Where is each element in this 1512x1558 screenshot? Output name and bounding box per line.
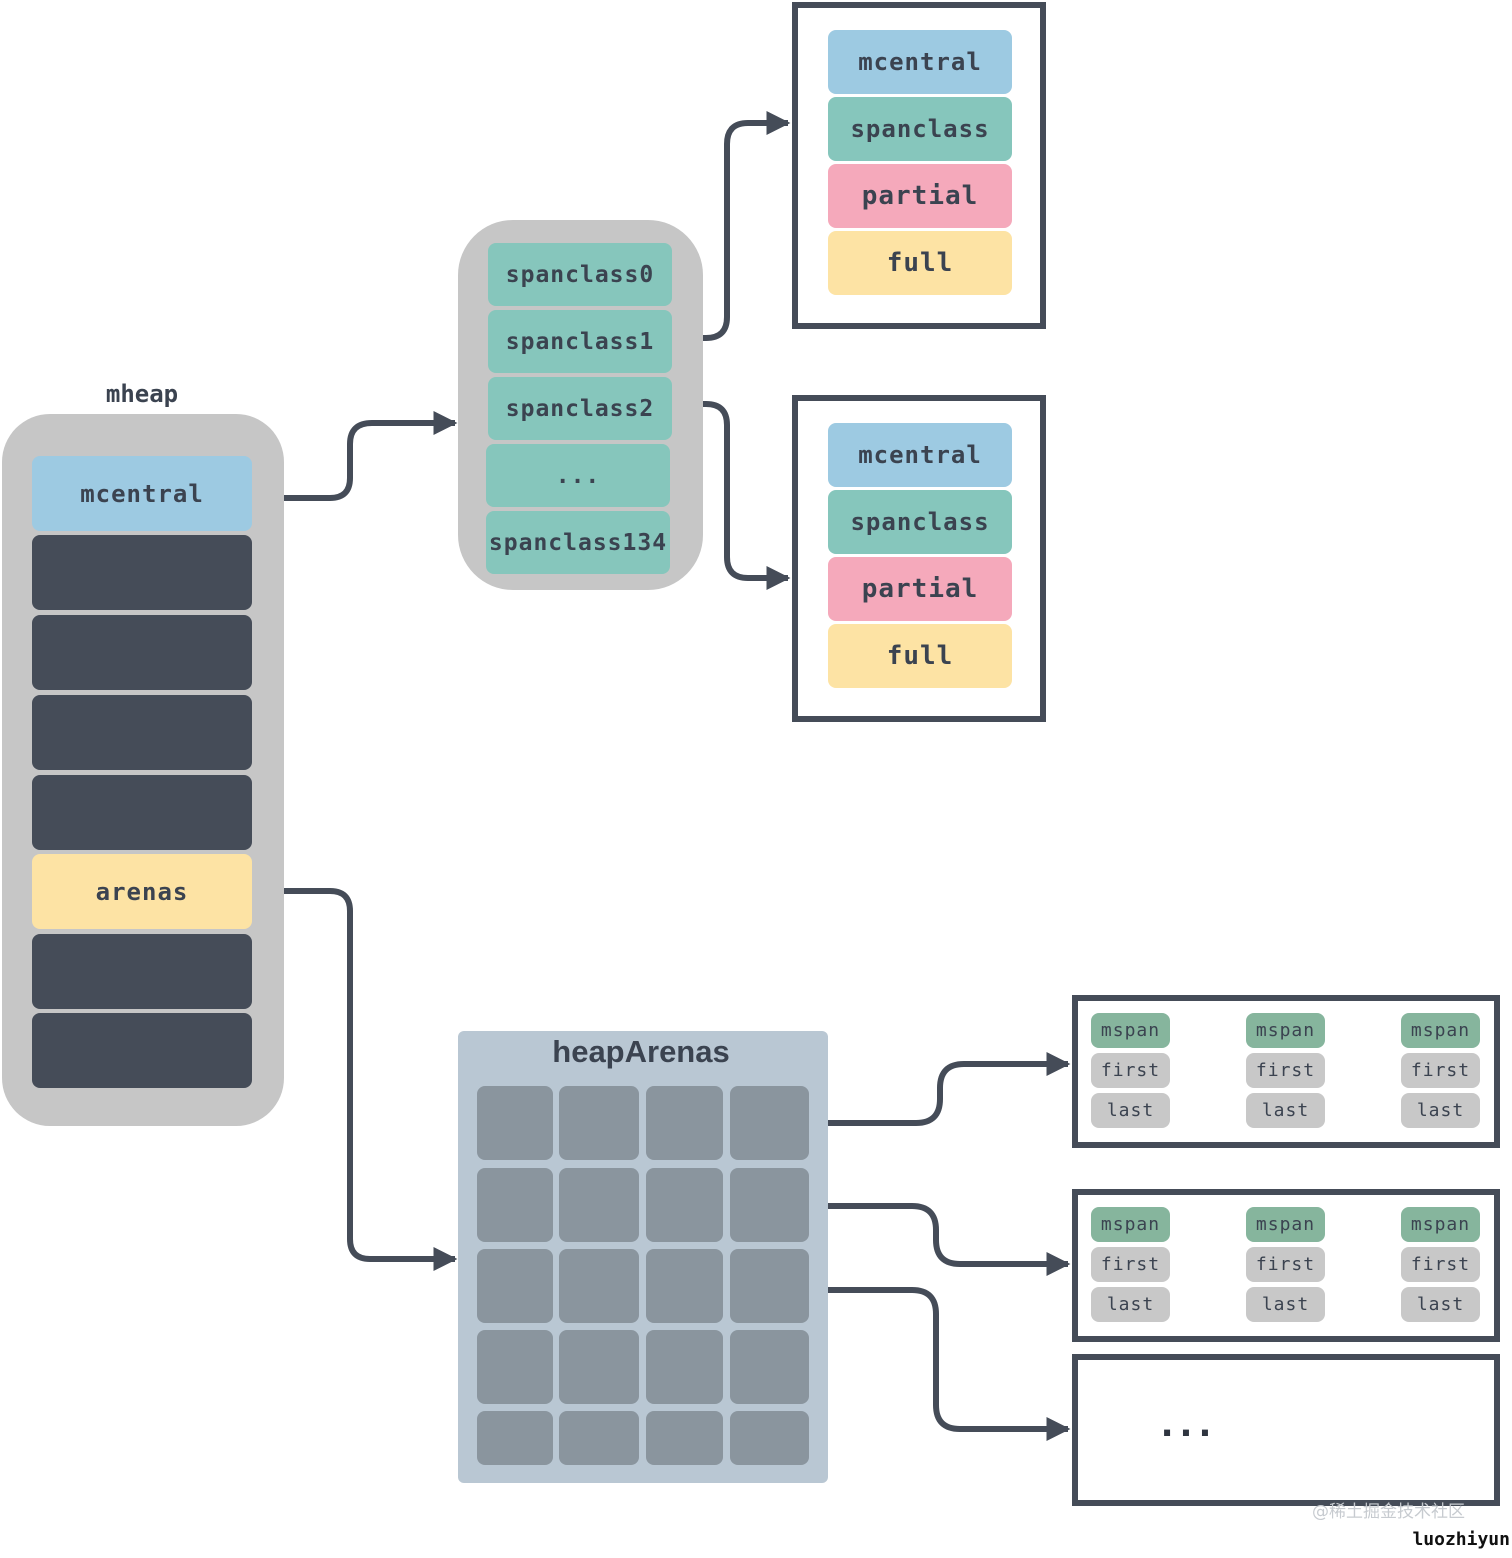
central-array-item: spanclass134 [486, 511, 670, 574]
mspan-node-last: last [1091, 1093, 1170, 1128]
mspan-node-first: first [1246, 1247, 1325, 1282]
mspan-node-last: last [1091, 1287, 1170, 1322]
mspan-node-first: first [1401, 1053, 1480, 1088]
author-credit: luozhiyun [1412, 1529, 1510, 1550]
mcentral-box-field-partial: partial [828, 557, 1012, 621]
mspan-node-first: first [1246, 1053, 1325, 1088]
link-arena-to-more [810, 1287, 1071, 1441]
heap-arena-cell [730, 1330, 809, 1404]
mspan-node-name: mspan [1091, 1013, 1170, 1048]
watermark-text: @稀土掘金技术社区 [1312, 1502, 1465, 1522]
more-spans-ellipsis: ... [1160, 1405, 1218, 1445]
heap-arena-cell [730, 1168, 809, 1242]
central-array-item: spanclass1 [488, 310, 672, 373]
heap-arena-cell [559, 1411, 639, 1465]
heap-arena-cell [646, 1086, 723, 1160]
mspan-node-name: mspan [1401, 1013, 1480, 1048]
heap-arena-cell [477, 1086, 553, 1160]
heap-arena-cell [730, 1411, 809, 1465]
heap-arena-cell [477, 1330, 553, 1404]
mcentral-box-field-mcentral: mcentral [828, 30, 1012, 94]
heap-arena-cell [477, 1249, 553, 1323]
more-spans-box [1072, 1354, 1500, 1506]
mspan-node-name: mspan [1401, 1207, 1480, 1242]
mspan-node-first: first [1401, 1247, 1480, 1282]
mcentral-box-field-full: full [828, 624, 1012, 688]
mheap-title: mheap [105, 380, 179, 408]
heap-arena-cell [646, 1249, 723, 1323]
mheap-mcentral-field: mcentral [32, 456, 252, 531]
heap-arena-cell [646, 1411, 723, 1465]
heap-arena-cell [477, 1411, 553, 1465]
mcentral-box-field-partial: partial [828, 164, 1012, 228]
link-spanclass2-to-box2 [674, 401, 791, 590]
mcentral-box-field-spanclass: spanclass [828, 97, 1012, 161]
mspan-node-first: first [1091, 1053, 1170, 1088]
heap-arena-cell [646, 1168, 723, 1242]
mspan-node-name: mspan [1091, 1207, 1170, 1242]
link-arena-to-list2 [810, 1203, 1071, 1276]
heap-arena-cell [477, 1168, 553, 1242]
mcentral-box-field-full: full [828, 231, 1012, 295]
heap-arena-cell [559, 1249, 639, 1323]
central-array-item: spanclass2 [488, 377, 672, 440]
link-mcentral-to-array [252, 411, 458, 501]
central-array-item: ... [486, 444, 670, 507]
mheap-field [32, 775, 252, 850]
mheap-arenas-field: arenas [32, 854, 252, 929]
heap-arenas-title: heapArenas [552, 1034, 730, 1069]
mspan-node-last: last [1401, 1287, 1480, 1322]
heap-arena-cell [646, 1330, 723, 1404]
mspan-node-last: last [1246, 1287, 1325, 1322]
link-spanclass1-to-box1 [674, 111, 791, 341]
mheap-field [32, 934, 252, 1009]
heap-arena-cell [730, 1249, 809, 1323]
mheap-field [32, 1013, 252, 1088]
mspan-node-last: last [1246, 1093, 1325, 1128]
mcentral-box-field-spanclass: spanclass [828, 490, 1012, 554]
heap-arena-cell [559, 1086, 639, 1160]
heap-arena-cell [559, 1168, 639, 1242]
link-arenas-to-heaparenas [252, 888, 458, 1271]
mspan-node-name: mspan [1246, 1207, 1325, 1242]
mheap-field [32, 695, 252, 770]
heap-arena-cell [730, 1086, 809, 1160]
mspan-node-last: last [1401, 1093, 1480, 1128]
central-array-item: spanclass0 [488, 243, 672, 306]
mcentral-box-field-mcentral: mcentral [828, 423, 1012, 487]
heap-arena-cell [559, 1330, 639, 1404]
mspan-node-first: first [1091, 1247, 1170, 1282]
link-arena-to-list1 [810, 1052, 1071, 1126]
mspan-node-name: mspan [1246, 1013, 1325, 1048]
mheap-field [32, 615, 252, 690]
mheap-field [32, 535, 252, 610]
